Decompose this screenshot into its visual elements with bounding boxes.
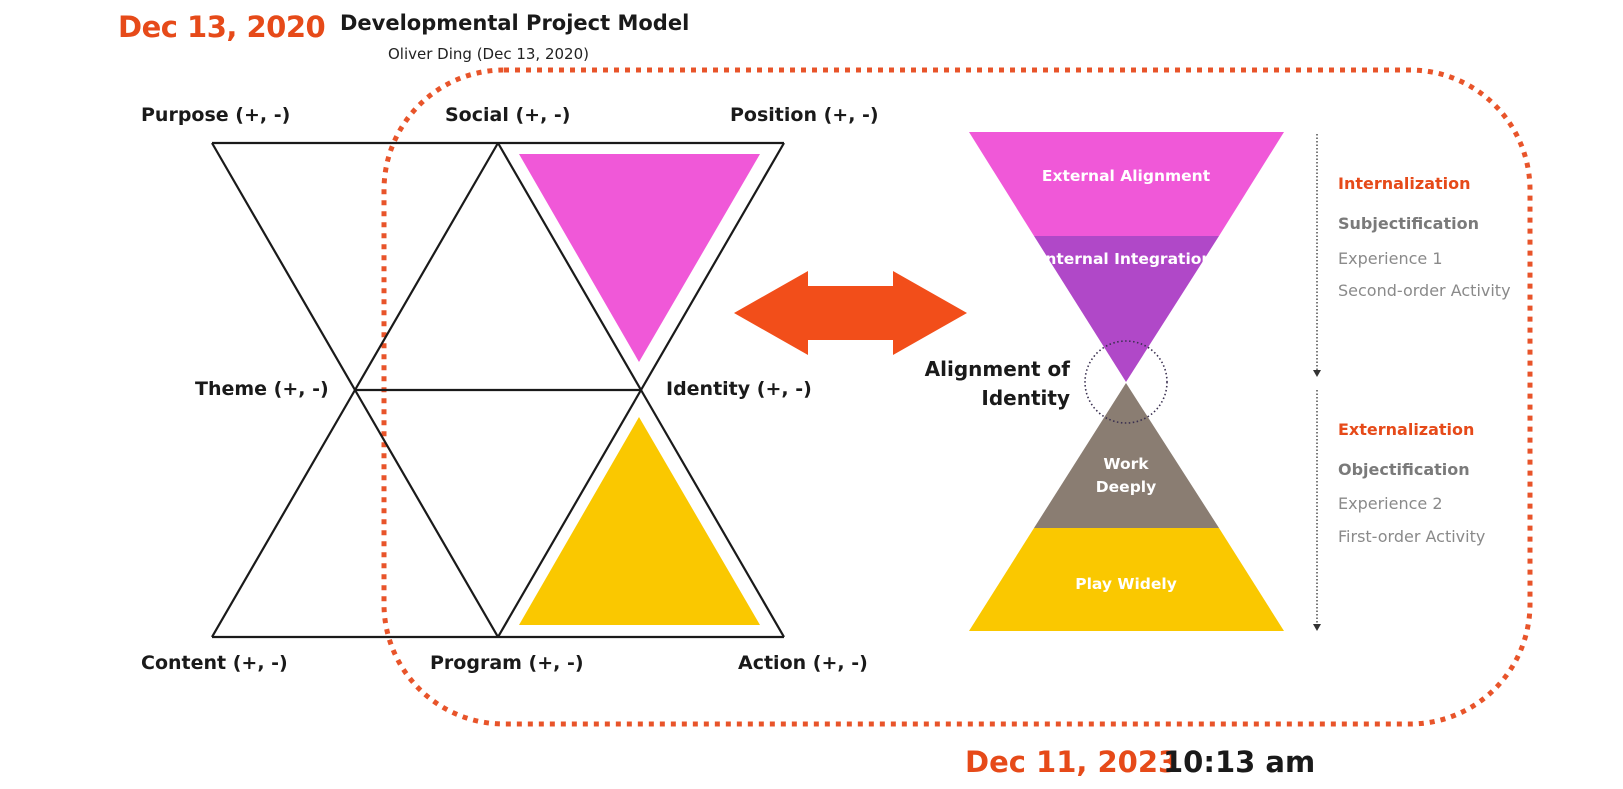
label-work-deeply: Work Deeply <box>1095 455 1157 496</box>
diag-midleft-upper <box>354 142 499 391</box>
diag-right-lower <box>640 389 785 638</box>
layer-external-alignment <box>969 132 1284 236</box>
label-internal-integration: Internal Integration <box>1039 250 1213 268</box>
alignment-of-identity-label: Alignment of Identity <box>924 357 1070 410</box>
experience-1-label: Experience 1 <box>1338 249 1443 268</box>
internalization-arrowhead-icon <box>1313 370 1321 377</box>
node-position: Position (+, -) <box>730 104 879 126</box>
node-theme: Theme (+, -) <box>195 378 329 400</box>
alignment-circle <box>1084 340 1168 424</box>
hexagram-outline <box>211 141 785 639</box>
upper-filled-triangle <box>519 154 760 362</box>
author-line: Oliver Ding (Dec 13, 2020) <box>388 45 589 63</box>
label-external-alignment: External Alignment <box>1041 167 1211 185</box>
diag-left-lower <box>211 389 356 638</box>
lower-filled-triangle <box>519 417 760 625</box>
internalization-heading: Internalization <box>1338 174 1471 193</box>
diag-midright-upper <box>497 142 642 391</box>
objectification-label: Objectification <box>1338 460 1470 479</box>
double-arrow-icon <box>734 271 967 355</box>
second-order-activity-label: Second-order Activity <box>1338 281 1511 300</box>
externalization-arrowhead-icon <box>1313 624 1321 631</box>
footer-date: Dec 11, 2023 <box>965 745 1179 779</box>
externalization-heading: Externalization <box>1338 420 1475 439</box>
node-action: Action (+, -) <box>738 652 868 674</box>
subjectification-label: Subjectification <box>1338 214 1479 233</box>
layer-internal-integration <box>1034 236 1219 382</box>
node-content: Content (+, -) <box>141 652 288 674</box>
label-play-widely: Play Widely <box>1075 575 1177 593</box>
node-social: Social (+, -) <box>445 104 571 126</box>
footer-time: 10:13 am <box>1163 745 1316 779</box>
experience-2-label: Experience 2 <box>1338 494 1443 513</box>
diag-midright-lower <box>497 389 642 638</box>
node-identity: Identity (+, -) <box>666 378 812 400</box>
node-purpose: Purpose (+, -) <box>141 104 291 126</box>
layer-play-widely <box>969 528 1284 631</box>
diagram-title: Developmental Project Model <box>340 11 690 35</box>
layer-work-deeply <box>1034 383 1219 528</box>
first-order-activity-label: First-order Activity <box>1338 527 1486 546</box>
diag-midleft-lower <box>354 389 499 638</box>
diag-right-upper <box>640 142 785 391</box>
header-date: Dec 13, 2020 <box>118 10 326 44</box>
dotted-highlight-frame <box>381 67 1533 727</box>
node-program: Program (+, -) <box>430 652 584 674</box>
diag-left-upper <box>211 142 356 391</box>
